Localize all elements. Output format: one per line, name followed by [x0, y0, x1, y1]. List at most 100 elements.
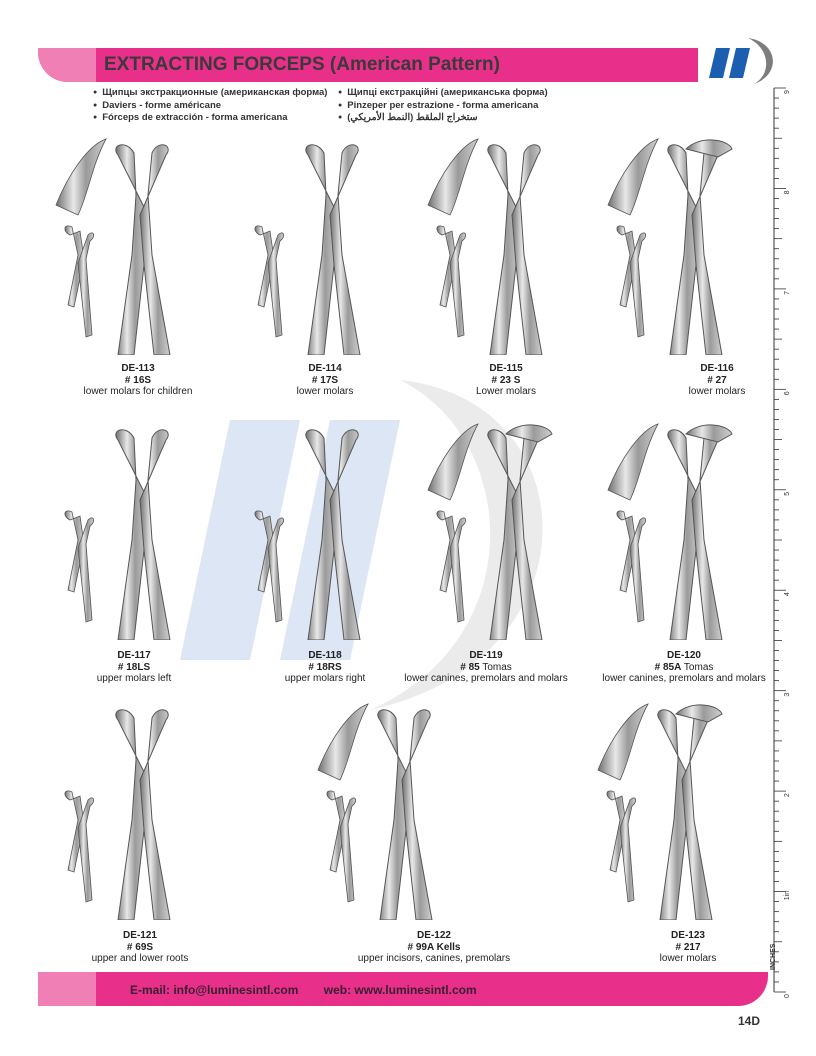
forceps-mini-right: [339, 797, 356, 903]
ruler-label: 6: [784, 391, 791, 395]
product-image-de-121: [48, 700, 208, 920]
product-description: upper and lower roots: [91, 953, 189, 964]
forceps-beak-detail: [427, 138, 479, 216]
forceps-mini-left: [64, 225, 85, 308]
forceps-beak: [505, 424, 553, 443]
forceps-handle-right: [401, 709, 433, 920]
forceps-handle-right: [691, 429, 723, 640]
product-number: # 17S: [311, 374, 339, 386]
ruler-label: 5: [784, 492, 791, 496]
product-code: DE-116: [700, 363, 734, 374]
forceps-beak-detail: [607, 423, 659, 501]
ruler-label: 3: [784, 693, 791, 697]
product-image-de-115: [420, 135, 580, 355]
forceps-mini-right: [267, 517, 284, 623]
forceps-mini-right: [449, 517, 466, 623]
product-description: upper incisors, canines, premolars: [357, 953, 511, 964]
footer-web[interactable]: web: www.luminesintl.com: [323, 983, 477, 997]
product-code: DE-117: [117, 650, 151, 661]
product-description: upper molars left: [96, 673, 172, 684]
product-caption-de-114: DE-114 # 17S lower molars: [265, 363, 385, 398]
product-number: # 69S: [126, 941, 154, 953]
forceps-handle-left: [305, 429, 339, 640]
forceps-handle-right: [139, 709, 171, 920]
forceps-mini-left: [64, 510, 85, 593]
product-number: # 217: [675, 941, 701, 953]
forceps-mini-right: [629, 517, 646, 623]
product-image-de-119: [420, 420, 580, 640]
forceps-mini-right: [77, 517, 94, 623]
footer-contacts: E-mail: info@luminesintl.com web: www.lu…: [130, 983, 499, 997]
forceps-mini-right: [267, 232, 284, 338]
product-description: lower molars for children: [83, 386, 193, 397]
product-image-de-117: [48, 420, 208, 640]
forceps-handle-left: [667, 429, 701, 640]
forceps-beak: [675, 704, 723, 723]
product-image-de-122: [310, 700, 470, 920]
forceps-handle-right: [511, 144, 543, 355]
forceps-mini-right: [77, 232, 94, 338]
product-description: lower molars: [296, 386, 354, 397]
forceps-mini-left: [616, 510, 637, 593]
forceps-mini-left: [254, 225, 275, 308]
product-number: # 18LS: [117, 661, 151, 673]
product-image-de-114: [238, 135, 398, 355]
forceps-mini-right: [619, 797, 636, 903]
ruler-label: 4: [784, 592, 791, 596]
forceps-beak-detail: [55, 138, 107, 216]
company-logo: [709, 38, 773, 84]
forceps-mini-left: [606, 790, 627, 873]
product-code: DE-123: [671, 930, 705, 941]
product-caption-de-120: DE-120 # 85A Tomas lower canines, premol…: [596, 650, 772, 685]
product-description: lower molars: [688, 386, 746, 397]
forceps-handle-right: [691, 144, 723, 355]
forceps-handle-right: [139, 144, 171, 355]
ruler-label: 1in: [784, 891, 791, 900]
product-caption-de-119: DE-119 # 85 Tomas lower canines, premola…: [398, 650, 574, 685]
product-caption-de-123: DE-123 # 217 lower molars: [628, 930, 748, 965]
translation-ar: ستخراج الملقط (النمط الأمريكي): [338, 112, 548, 125]
translations-left: Щипцы экстракционные (американская форма…: [93, 87, 327, 125]
product-code: DE-120: [667, 650, 701, 661]
forceps-mini-right: [77, 797, 94, 903]
ruler-unit-label: INCHES: [770, 943, 777, 970]
product-code: DE-119: [469, 650, 503, 661]
product-code: DE-115: [489, 363, 523, 374]
forceps-beak-detail: [317, 703, 369, 781]
forceps-mini-left: [64, 790, 85, 873]
forceps-handle-right: [329, 429, 361, 640]
product-code: DE-121: [123, 930, 157, 941]
product-number: # 18RS: [308, 661, 342, 673]
translation-es: Fórceps de extracción - forma americana: [93, 112, 327, 125]
product-code: DE-118: [308, 650, 342, 661]
forceps-handle-left: [667, 144, 701, 355]
forceps-handle-right: [329, 144, 361, 355]
forceps-handle-left: [377, 709, 411, 920]
translation-it: Pinzeper per estrazione - forma american…: [338, 100, 548, 113]
forceps-beak-detail: [427, 423, 479, 501]
product-image-de-113: [48, 135, 208, 355]
product-number: # 23 S: [491, 374, 521, 386]
forceps-handle-right: [139, 429, 171, 640]
product-caption-de-115: DE-115 # 23 S Lower molars: [446, 363, 566, 398]
product-number: # 85A: [654, 661, 682, 673]
product-description: upper molars right: [284, 673, 366, 684]
ruler-label: 0: [784, 994, 791, 998]
product-number: # 16S: [124, 374, 152, 386]
product-code: DE-122: [417, 930, 451, 941]
ruler-label: 7: [784, 291, 791, 295]
ruler-label: 2: [784, 793, 791, 797]
product-caption-de-118: DE-118 # 18RS upper molars right: [265, 650, 385, 685]
product-description: lower canines, premolars and molars: [404, 673, 568, 684]
forceps-mini-left: [616, 225, 637, 308]
product-caption-de-117: DE-117 # 18LS upper molars left: [74, 650, 194, 685]
header-banner: [38, 48, 698, 82]
product-description: Lower molars: [475, 386, 537, 397]
forceps-beak-detail: [597, 703, 649, 781]
forceps-handle-left: [657, 709, 691, 920]
forceps-beak: [685, 139, 733, 158]
footer-email[interactable]: E-mail: info@luminesintl.com: [130, 983, 299, 997]
forceps-handle-left: [115, 144, 149, 355]
translation-ru: Щипцы экстракционные (американская форма…: [93, 87, 327, 100]
forceps-mini-left: [436, 225, 457, 308]
